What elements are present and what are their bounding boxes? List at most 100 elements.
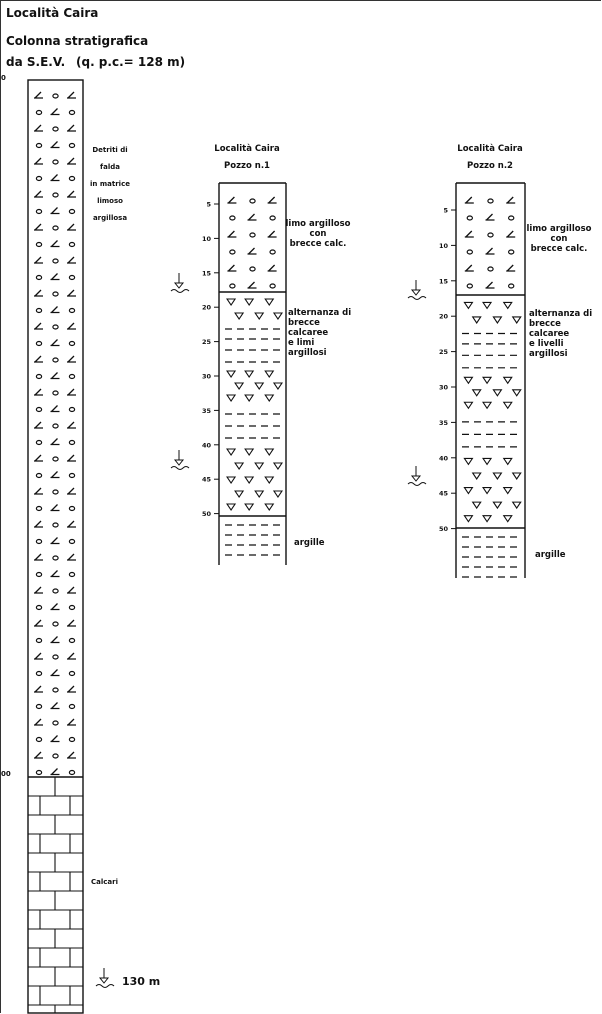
clast-symbol xyxy=(34,389,43,395)
pebble-symbol xyxy=(69,210,74,214)
breccia-symbol xyxy=(265,449,273,455)
pebble-symbol xyxy=(230,284,235,288)
pebble-symbol xyxy=(69,573,74,577)
breccia-symbol xyxy=(227,299,235,305)
clast-symbol xyxy=(34,257,43,263)
breccia-symbol xyxy=(483,402,491,408)
pebble-symbol xyxy=(230,216,235,220)
clast-symbol xyxy=(34,323,43,329)
water-waves xyxy=(96,985,114,988)
col1-water-table: 130 m xyxy=(96,968,160,988)
breccia-symbol xyxy=(235,383,243,389)
layer-label-line: argillosi xyxy=(288,348,327,358)
clast-symbol xyxy=(51,703,60,709)
clast-symbol xyxy=(465,197,474,203)
clast-symbol xyxy=(51,142,60,148)
pebble-symbol xyxy=(53,622,58,626)
pebble-symbol xyxy=(69,309,74,313)
breccia-symbol xyxy=(227,449,235,455)
pebble-symbol xyxy=(270,250,275,254)
clast-symbol xyxy=(51,307,60,313)
breccia-symbol xyxy=(473,473,481,479)
depth-tick-label: 40 xyxy=(202,441,212,449)
layer-label-line: argille xyxy=(294,538,325,548)
pebble-symbol xyxy=(36,441,41,445)
pozzo2-water-tables xyxy=(408,280,426,486)
pebble-symbol xyxy=(36,639,41,643)
clast-symbol xyxy=(34,587,43,593)
breccia-symbol xyxy=(245,395,253,401)
pozzo2-pattern xyxy=(462,197,521,577)
breccia-symbol xyxy=(265,371,273,377)
clast-symbol xyxy=(67,356,76,362)
pebble-symbol xyxy=(36,771,41,775)
clast-symbol xyxy=(51,670,60,676)
clast-symbol xyxy=(51,406,60,412)
breccia-symbol xyxy=(245,299,253,305)
clast-symbol xyxy=(248,214,257,220)
pebble-symbol xyxy=(509,284,514,288)
pebble-symbol xyxy=(36,111,41,115)
depth-tick-label: 45 xyxy=(439,490,449,498)
layer-label-line: Calcari xyxy=(91,878,118,886)
col1-column xyxy=(28,80,83,1013)
breccia-symbol xyxy=(255,491,263,497)
pebble-symbol xyxy=(69,342,74,346)
pebble-symbol xyxy=(53,259,58,263)
clast-symbol xyxy=(34,554,43,560)
clast-symbol xyxy=(51,439,60,445)
pebble-symbol xyxy=(270,216,275,220)
clast-symbol xyxy=(34,752,43,758)
pozzo2-column xyxy=(456,183,525,578)
pebble-symbol xyxy=(53,424,58,428)
pozzo1-header: Località Caira Pozzo n.1 xyxy=(214,144,280,171)
pebble-symbol xyxy=(53,292,58,296)
clast-symbol xyxy=(268,197,277,203)
breccia-symbol xyxy=(464,402,472,408)
col1-boundary-depth: 00 xyxy=(1,770,11,778)
clast-symbol xyxy=(51,769,60,775)
breccia-symbol xyxy=(235,313,243,319)
clast-symbol xyxy=(248,282,257,288)
breccia-symbol xyxy=(227,395,235,401)
clast-symbol xyxy=(67,290,76,296)
water-table-icon xyxy=(96,968,114,988)
pebble-symbol xyxy=(53,94,58,98)
pebble-symbol xyxy=(69,177,74,181)
clast-symbol xyxy=(67,488,76,494)
breccia-symbol xyxy=(265,299,273,305)
pebble-symbol xyxy=(69,144,74,148)
col1-layer-label-calcari: Calcari xyxy=(91,878,118,886)
clast-symbol xyxy=(248,248,257,254)
water-triangle xyxy=(412,290,420,295)
pebble-symbol xyxy=(69,738,74,742)
pebble-symbol xyxy=(69,441,74,445)
pebble-symbol xyxy=(53,490,58,494)
breccia-symbol xyxy=(464,488,472,494)
water-triangle xyxy=(100,978,108,983)
layer-label-line: e limi xyxy=(288,338,314,348)
pebble-symbol xyxy=(53,391,58,395)
clast-symbol xyxy=(268,231,277,237)
breccia-symbol xyxy=(513,473,521,479)
breccia-symbol xyxy=(245,371,253,377)
pebble-symbol xyxy=(36,507,41,511)
clast-symbol xyxy=(34,653,43,659)
pebble-symbol xyxy=(250,267,255,271)
breccia-symbol xyxy=(265,504,273,510)
depth-tick-label: 20 xyxy=(202,304,212,312)
pozzo1-depth-scale: 5101520253035404550 xyxy=(202,201,219,519)
clast-symbol xyxy=(51,175,60,181)
depth-tick-label: 10 xyxy=(202,235,212,243)
layer-label-line: calcaree xyxy=(529,329,569,339)
depth-tick-label: 25 xyxy=(439,348,449,356)
pebble-symbol xyxy=(488,233,493,237)
clast-symbol xyxy=(67,158,76,164)
pozzo2-layer-labels: limo argillosoconbrecce calc.alternanza … xyxy=(527,224,593,560)
layer-label-line: brecce xyxy=(288,318,320,328)
layer-label-line: argillosi xyxy=(529,349,568,359)
pozzo1-title: Località Caira xyxy=(214,144,280,154)
clast-symbol xyxy=(67,323,76,329)
breccia-symbol xyxy=(227,371,235,377)
pebble-symbol xyxy=(36,672,41,676)
